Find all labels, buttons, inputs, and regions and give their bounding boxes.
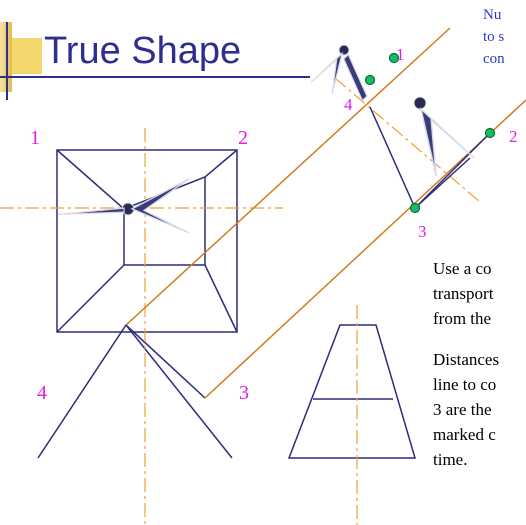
aux-point-label-1: 1 [396,45,405,64]
instruction-line: from the [433,309,492,328]
marker-point-1 [388,52,400,64]
instruction-text-1: Use a co transport from the [433,256,493,331]
note-text: Nu to s con [483,4,505,70]
instruction-line: Distances [433,350,500,369]
plan-upper-edges [56,149,238,210]
instruction-text-2: Distances line to co 3 are the marked c … [433,347,499,472]
instruction-line: marked c [433,425,496,444]
compass-icon [413,96,475,177]
marker-point-2 [484,127,496,139]
instruction-line: time. [433,450,468,469]
instruction-line: transport [433,284,494,303]
plan-view [56,149,238,333]
aux-point-label-2: 2 [509,127,518,146]
slide-title: True Shape [44,30,242,72]
plan-lower-edges [56,264,238,333]
note-line: to s [483,29,505,45]
auxiliary-centre-line [334,77,481,203]
compass-icon [310,44,368,102]
projector-line-upper [125,27,451,326]
title-rule-vertical [6,22,8,100]
compass-icon [58,178,190,234]
aux-point-label-4: 4 [344,95,353,114]
instruction-line: Use a co [433,259,492,278]
plan-corner-label-2: 2 [238,127,248,149]
accent-tab [12,38,42,74]
auxiliary-edge [414,157,471,209]
plan-outline [56,149,238,333]
front-elevation-cut [125,324,206,399]
note-line: Nu [483,7,502,23]
marker-point-3 [409,202,421,214]
plan-corner-label-1: 1 [30,127,40,149]
title-rule [0,76,310,78]
marker-point-4 [364,74,376,86]
side-elevation [287,324,417,459]
instruction-line: 3 are the [433,400,492,419]
aux-point-label-3: 3 [418,222,427,241]
plan-corner-label-4: 4 [37,382,47,404]
note-line: con [483,51,505,67]
plan-corner-label-3: 3 [239,382,249,404]
front-elevation [37,323,233,459]
instruction-line: line to co [433,375,497,394]
